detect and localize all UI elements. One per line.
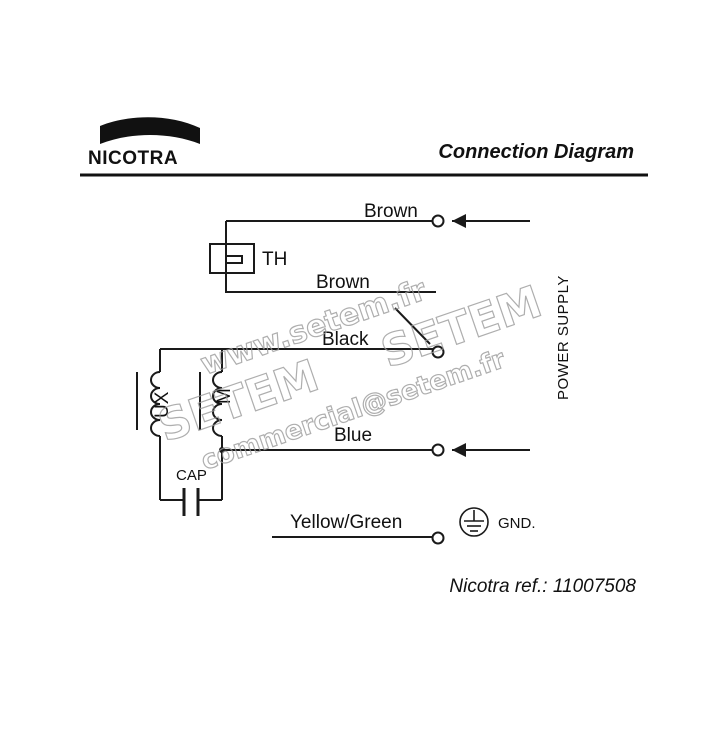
power-supply-label: POWER SUPPLY (555, 275, 572, 400)
thermal-protector (209, 221, 255, 292)
aux-label: UX (152, 391, 173, 418)
brown-mid-label: Brown (316, 272, 370, 293)
thermal-label: TH (262, 249, 287, 270)
terminal-black (431, 345, 445, 359)
black-label: Black (322, 329, 369, 350)
brown-top-label: Brown (364, 201, 418, 222)
capacitor (160, 488, 222, 516)
arrow-blue (452, 443, 530, 457)
main-label: M (214, 388, 235, 404)
arrow-brown-top (452, 214, 530, 228)
terminal-brown-top (431, 214, 445, 228)
ground-icon (459, 507, 489, 537)
terminal-yellow-green (431, 531, 445, 545)
capacitor-label: CAP (176, 467, 207, 484)
gnd-label: GND. (498, 515, 536, 532)
watermark: www.setem.fr SETEM SETEM commercial@sete… (151, 272, 548, 477)
page-title: Connection Diagram (438, 141, 634, 163)
switch-contact (394, 307, 431, 345)
aux-winding (136, 349, 161, 500)
main-winding (199, 349, 225, 500)
logo-text: NICOTRA (88, 148, 178, 169)
yellow-green-label: Yellow/Green (290, 512, 402, 533)
reference-text: Nicotra ref.: 11007508 (449, 576, 636, 597)
terminal-blue (431, 443, 445, 457)
nicotra-logo: NICOTRA (88, 117, 200, 169)
blue-label: Blue (334, 425, 372, 446)
logo-swoosh (100, 117, 200, 144)
